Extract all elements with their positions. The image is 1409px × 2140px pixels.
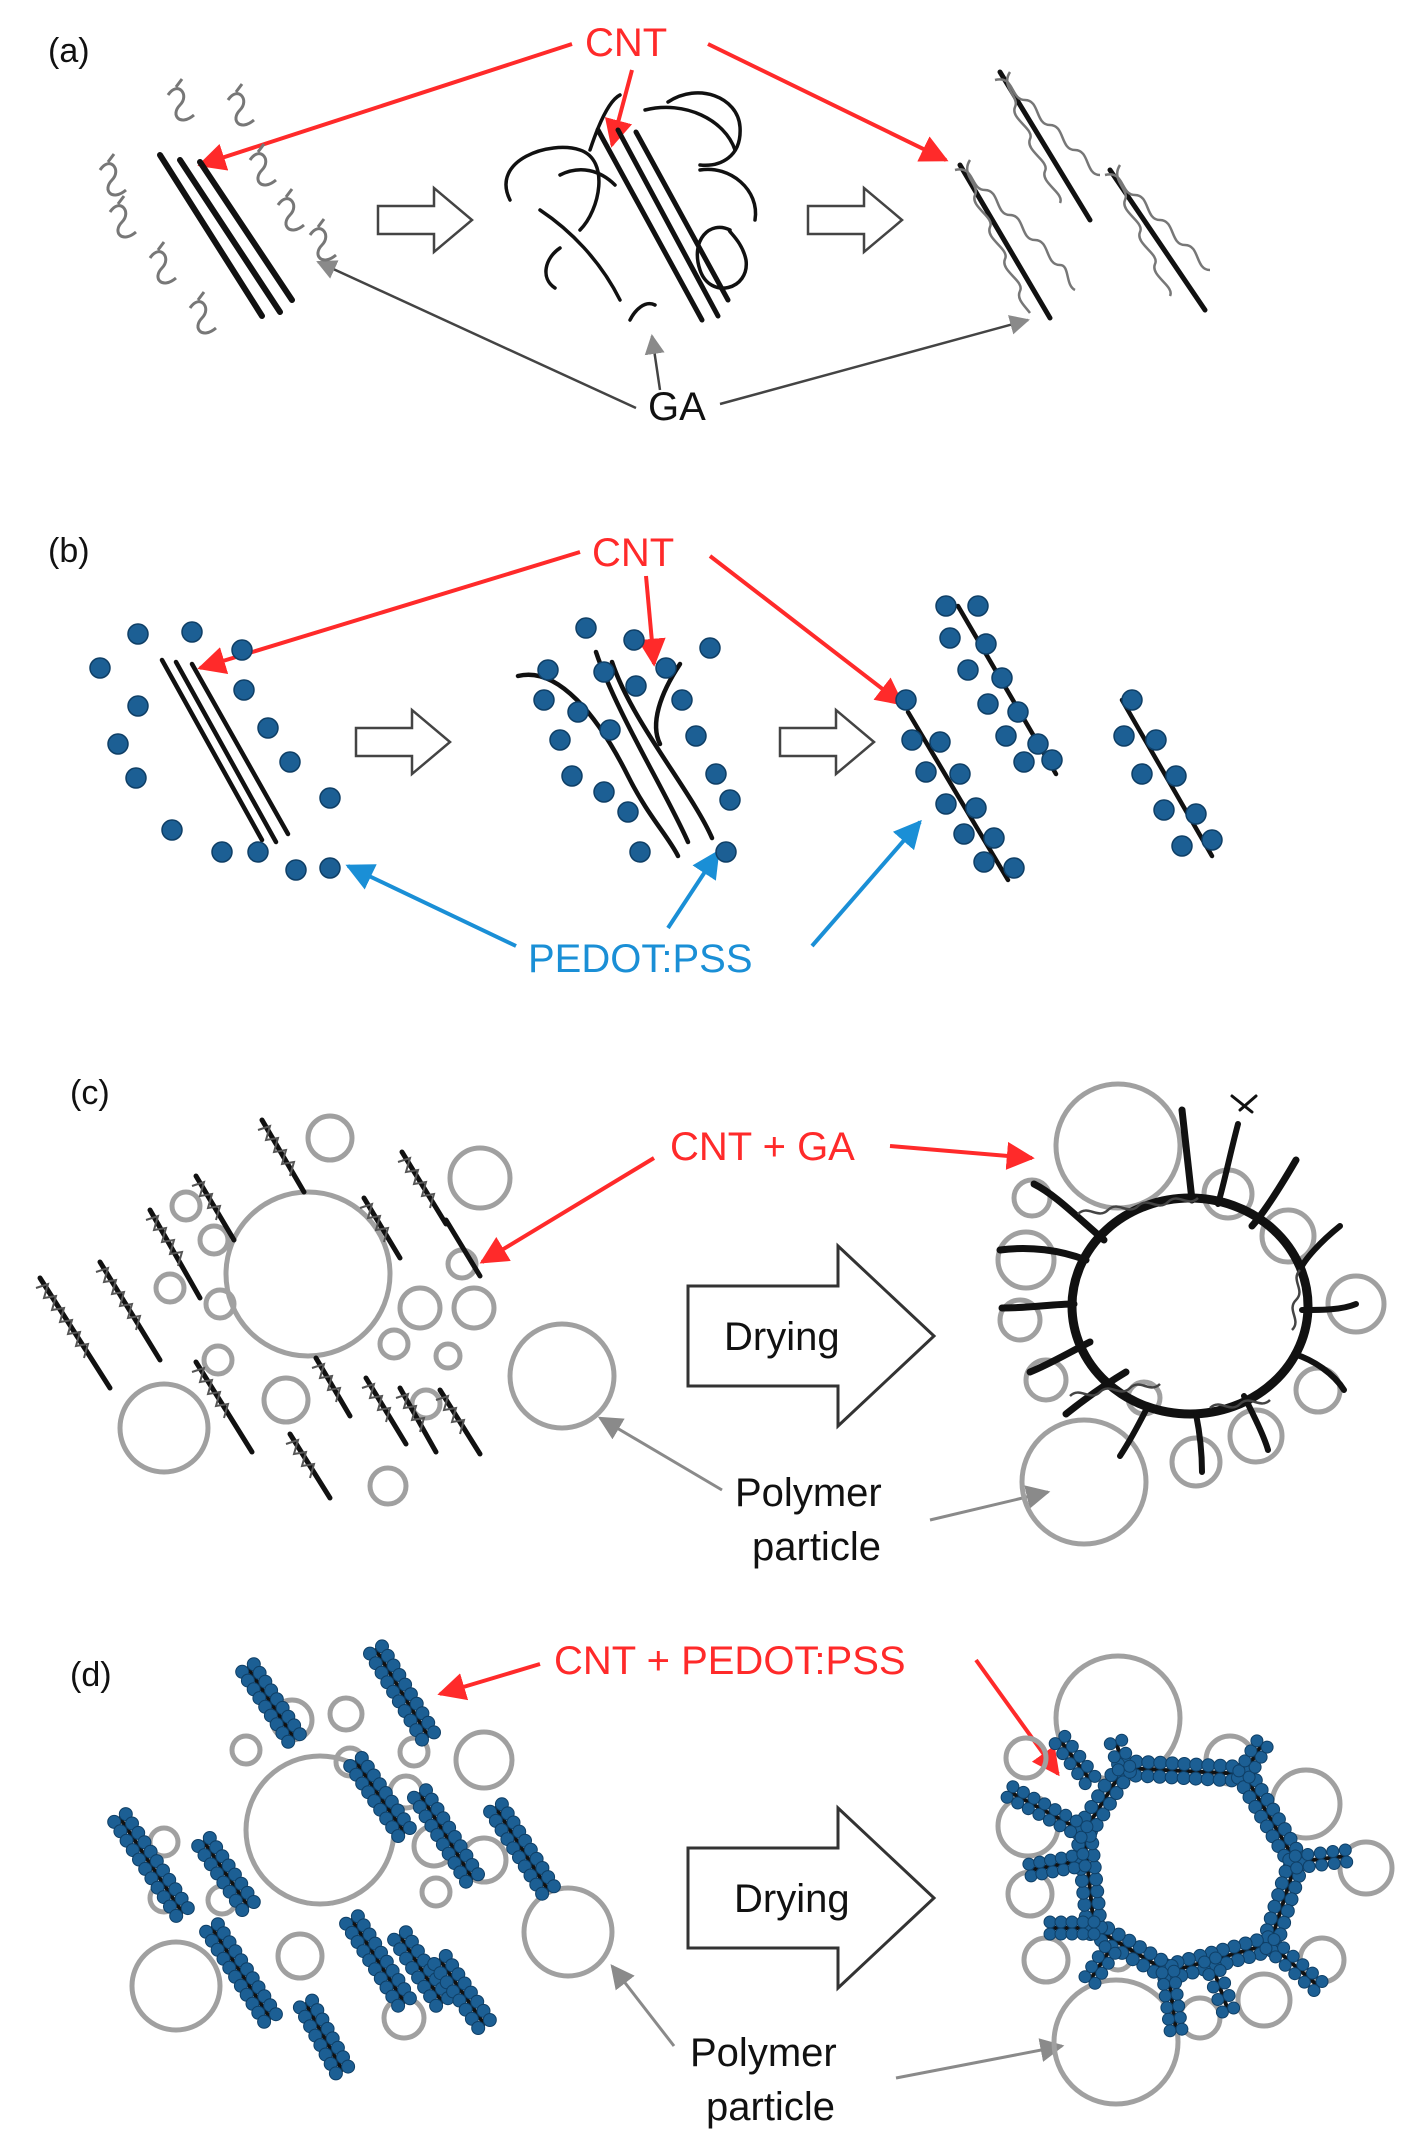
panel-d: (d) CNT + PEDOT:PSS Polymer particle	[70, 1639, 1395, 2129]
panel-b: (b) CNT PEDOT:PSS	[48, 531, 1223, 981]
panel-d-drying-arrow: Drying	[686, 1804, 937, 1992]
panel-d-particles-right	[995, 1653, 1395, 2107]
panel-c-polymer-arrows	[597, 1416, 1051, 1522]
panel-c-cnts-left	[37, 1117, 483, 1501]
panel-c-network-right	[996, 1094, 1359, 1475]
panel-a: (a) CNT GA	[48, 21, 1211, 429]
panel-a-letter: (a)	[48, 32, 90, 70]
panel-b-process-arrows	[354, 707, 876, 777]
panel-b-middle-cnts	[515, 649, 715, 859]
panel-c-drying-arrow: Drying	[686, 1242, 937, 1430]
panel-a-ga-arrows	[316, 260, 1030, 410]
panel-b-cnt-label: CNT	[592, 531, 674, 575]
panel-a-middle-ga	[504, 91, 758, 322]
panel-c-particles-left	[117, 1113, 617, 1507]
panel-d-cnt-label: CNT + PEDOT:PSS	[554, 1639, 906, 1683]
panel-c-particles-right	[995, 1081, 1387, 1547]
panel-a-process-arrows	[376, 185, 904, 255]
panel-d-polymer-label-2: particle	[706, 2085, 835, 2129]
panel-a-wrapped-cnts	[954, 69, 1211, 321]
panel-a-cnt-bundle	[157, 152, 295, 319]
panel-c-polymer-label-1: Polymer	[735, 1471, 882, 1515]
panel-b-pedot-arrows	[345, 819, 922, 948]
panel-d-pedot-right	[1000, 1729, 1354, 2038]
panel-b-cnt-arrows	[197, 550, 905, 706]
panel-d-letter: (d)	[70, 1656, 112, 1694]
panel-a-ga-label: GA	[648, 385, 706, 429]
panel-d-pedot-left	[107, 1639, 561, 2081]
panel-b-pedot-right	[895, 595, 1223, 879]
panel-d-polymer-label-1: Polymer	[690, 2031, 837, 2075]
panel-c-ga-right	[1069, 1197, 1301, 1409]
panel-c-cnt-label: CNT + GA	[670, 1125, 855, 1169]
panel-d-cnts-left	[118, 1648, 550, 2072]
panel-c: (c) CNT + GA Polymer particle	[35, 1074, 1387, 1569]
panel-b-pedot-label: PEDOT:PSS	[528, 937, 753, 981]
panel-a-cnt-label: CNT	[585, 21, 667, 65]
panel-b-letter: (b)	[48, 532, 90, 570]
panel-d-drying-label: Drying	[734, 1877, 850, 1921]
panel-c-drying-label: Drying	[724, 1315, 840, 1359]
panel-d-polymer-arrows	[610, 1964, 1065, 2080]
panel-a-middle-cnts	[595, 127, 731, 323]
panel-b-pedot-left	[89, 621, 341, 881]
panel-a-ga-molecules	[98, 78, 337, 335]
panel-c-polymer-label-2: particle	[752, 1525, 881, 1569]
panel-c-cnt-arrows	[479, 1141, 1035, 1264]
panel-c-letter: (c)	[70, 1074, 110, 1112]
panel-c-ga-left	[35, 1124, 466, 1479]
panel-b-cnt-bundle	[159, 657, 291, 845]
panel-b-pedot-middle	[533, 617, 741, 863]
